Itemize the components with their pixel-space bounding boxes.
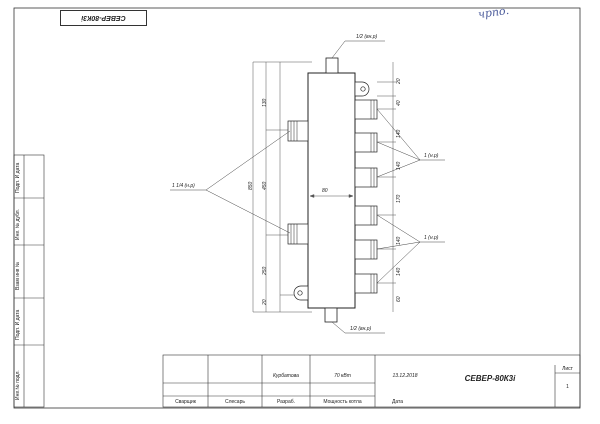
strip-inv-dubl: Инв. № дубл. — [15, 209, 21, 240]
strip-podp-data-2: Подп. И дата — [15, 162, 21, 193]
rotated-stamp: СЕВЕР-80К3і — [60, 10, 147, 26]
label-bottom-small: 20 — [262, 299, 268, 305]
label-top-nozzle: 1/2 (вн.р) — [356, 34, 378, 40]
top-nozzle — [325, 57, 339, 74]
width-dimension — [309, 194, 354, 198]
tb-date: 13.12.2018 — [392, 373, 418, 379]
label-r-140b: 140 — [396, 161, 402, 170]
sheet-frame — [13, 7, 581, 409]
tb-col-slesar: Слесарь — [225, 398, 245, 405]
tb-sheet-num: 1 — [566, 384, 569, 390]
label-r-60: 60 — [396, 296, 402, 302]
label-r-140c: 140 — [396, 236, 402, 245]
title-block-grid — [162, 354, 581, 408]
tb-col-svarshik: Сварщик — [175, 398, 196, 405]
bottom-nozzle — [324, 307, 338, 323]
label-height-total: 850 — [248, 181, 254, 190]
label-r-170: 170 — [396, 194, 402, 203]
left-pipes — [287, 120, 309, 245]
label-side-left: 1 1/4 (н.р) — [172, 183, 195, 189]
label-r-40: 40 — [396, 100, 402, 106]
left-pipe-threads — [290, 121, 298, 244]
leader-lines — [170, 40, 445, 334]
tb-sheet-label: Лист — [562, 366, 573, 372]
mounting-lugs — [293, 81, 370, 301]
label-right-lower: 1 (н.р) — [424, 235, 439, 241]
label-bottom-nozzle: 1/2 (вн.р) — [350, 326, 372, 332]
strip-vzam-inv: Взам инв № — [15, 261, 21, 290]
label-top-offset: 130 — [262, 98, 268, 107]
label-right-upper: 1 (н.р) — [424, 153, 439, 159]
tb-power: 70 кВт — [334, 373, 351, 379]
tb-col-data: Дата — [391, 398, 404, 405]
dimension-lines-right — [377, 62, 396, 312]
manifold-body — [307, 72, 356, 309]
tb-col-razrab: Разраб. — [276, 398, 295, 405]
tb-product: СЕВЕР-80К3і — [464, 373, 516, 383]
tb-author: Курбатова — [273, 373, 299, 379]
label-height-mid: 450 — [262, 181, 268, 190]
right-pipes — [354, 99, 378, 294]
label-body-width: 80 — [322, 188, 328, 194]
dimension-lines-left — [252, 61, 312, 313]
left-stamp-strip — [13, 154, 45, 408]
tb-col-moshnost: Мощность котла — [323, 398, 362, 405]
label-r-140a: 140 — [396, 129, 402, 138]
strip-podp-data-1: Подп. И дата — [15, 309, 21, 340]
right-pipe-threads — [370, 100, 375, 293]
label-r-140d: 140 — [396, 267, 402, 276]
label-r-top: 20 — [396, 78, 402, 84]
strip-inv-podl: Инв.№ подл. — [15, 370, 21, 400]
label-bottom-offset: 250 — [262, 266, 268, 275]
